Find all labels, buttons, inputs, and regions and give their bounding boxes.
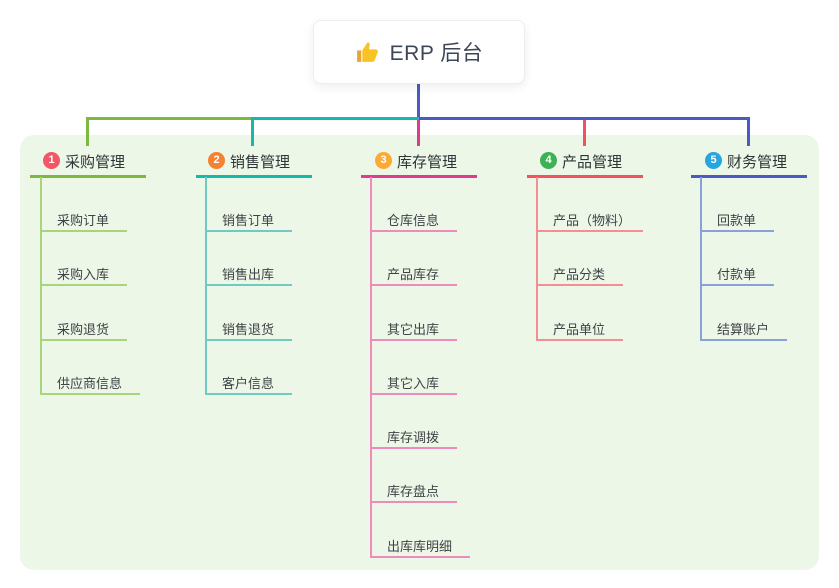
connector-drop-branch5 [747,117,750,146]
node-underline [370,284,457,286]
mindmap-node[interactable]: 结算账户 [717,322,770,337]
branch1-tree-line [40,177,42,395]
branch5-underline [691,175,807,178]
node-underline [536,339,623,341]
node-underline [205,284,292,286]
node-underline [370,230,457,232]
node-underline [536,230,643,232]
connector-segment-teal [254,117,419,120]
mindmap-node[interactable]: 客户信息 [222,376,275,391]
node-underline [370,556,470,558]
connector-segment-blue [419,117,750,120]
connector-drop-branch2 [251,117,254,146]
node-underline [700,284,774,286]
branch4-number-badge: 4 [540,152,557,169]
branch4-underline [527,175,643,178]
root-node[interactable]: ERP 后台 [313,20,525,84]
node-underline [370,339,457,341]
branch5-tree-line [700,177,702,341]
mindmap-node[interactable]: 销售退货 [222,322,275,337]
thumbs-up-icon [356,42,378,62]
mindmap-node[interactable]: 销售订单 [222,213,275,228]
mindmap-node[interactable]: 出库库明细 [387,539,453,554]
node-underline [536,284,623,286]
node-underline [205,339,292,341]
root-title: ERP 后台 [389,42,484,65]
branch2-tree-line [205,177,207,395]
connector-root-stem [417,82,420,118]
node-underline [40,339,127,341]
mindmap-node[interactable]: 采购订单 [57,213,110,228]
connector-drop-branch3 [417,120,420,146]
node-underline [370,501,457,503]
branch2-number-badge: 2 [208,152,225,169]
mindmap-node[interactable]: 产品单位 [553,322,606,337]
branch3-tree-line [370,177,372,558]
mindmap-node[interactable]: 仓库信息 [387,213,440,228]
node-underline [40,393,140,395]
branch5-label[interactable]: 财务管理 [727,154,788,171]
node-underline [700,339,787,341]
connector-drop-branch4 [583,120,586,146]
node-underline [205,230,292,232]
branch1-label[interactable]: 采购管理 [65,154,126,171]
node-underline [370,447,457,449]
node-underline [205,393,292,395]
connector-drop-branch1 [86,117,89,146]
node-underline [700,230,774,232]
branch1-number-badge: 1 [43,152,60,169]
mindmap-node[interactable]: 产品分类 [553,267,606,282]
branches-panel [20,135,819,570]
branch3-label[interactable]: 库存管理 [397,154,458,171]
mindmap-node[interactable]: 库存调拨 [387,430,440,445]
mindmap-node[interactable]: 销售出库 [222,267,275,282]
mindmap-node[interactable]: 供应商信息 [57,376,123,391]
node-underline [40,230,127,232]
mindmap-node[interactable]: 库存盘点 [387,484,440,499]
branch2-underline [196,175,312,178]
mindmap-node[interactable]: 产品（物料） [553,213,632,228]
mindmap-node[interactable]: 采购退货 [57,322,110,337]
branch3-number-badge: 3 [375,152,392,169]
mindmap-node[interactable]: 付款单 [717,267,757,282]
branch4-tree-line [536,177,538,341]
node-underline [40,284,127,286]
branch1-underline [30,175,146,178]
connector-segment-green [86,117,254,120]
node-underline [370,393,457,395]
branch2-label[interactable]: 销售管理 [230,154,291,171]
branch4-label[interactable]: 产品管理 [562,154,623,171]
mindmap-node[interactable]: 其它出库 [387,322,440,337]
mindmap-node[interactable]: 采购入库 [57,267,110,282]
branch3-underline [361,175,477,178]
mindmap-node[interactable]: 其它入库 [387,376,440,391]
mindmap-node[interactable]: 回款单 [717,213,757,228]
mindmap-node[interactable]: 产品库存 [387,267,440,282]
branch5-number-badge: 5 [705,152,722,169]
